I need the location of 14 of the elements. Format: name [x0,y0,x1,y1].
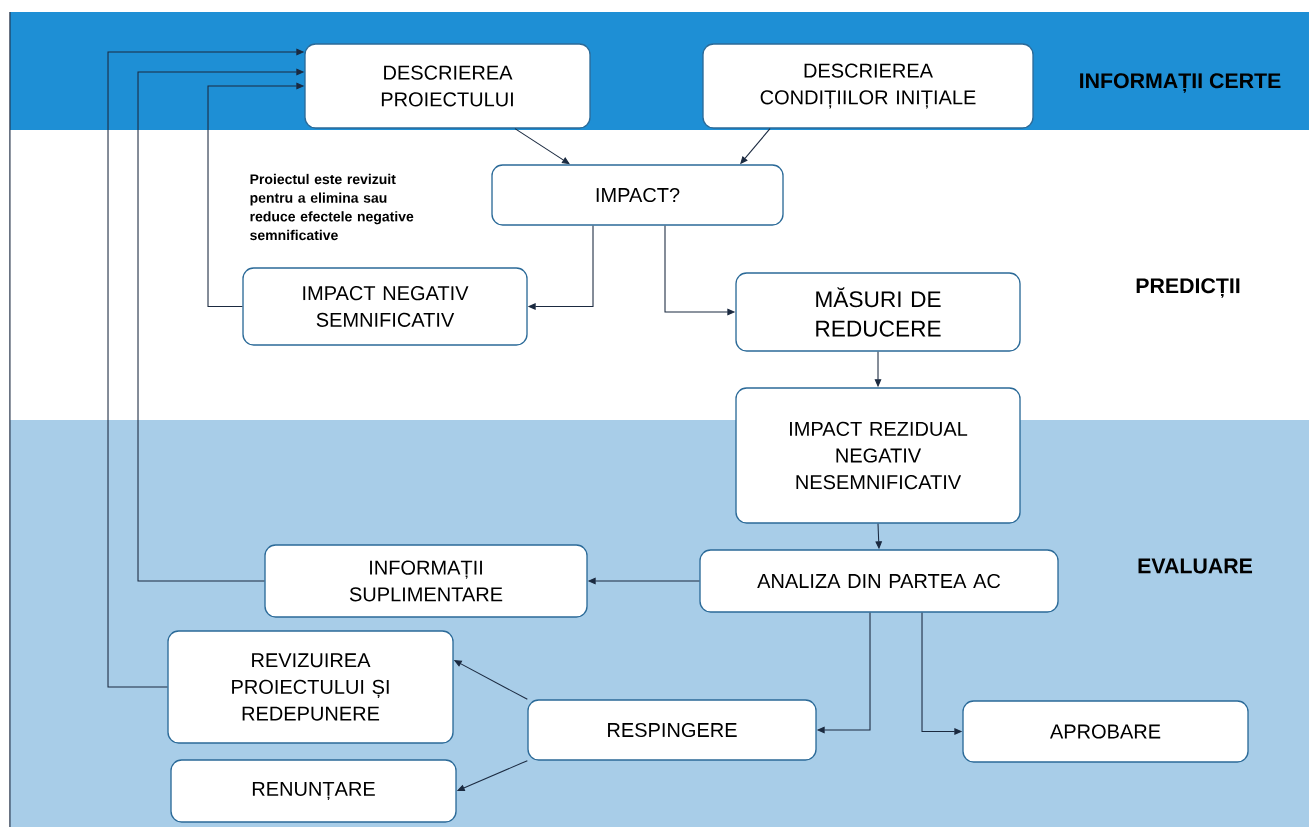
process-box: APROBARE [962,700,1249,763]
process-box: DESCRIEREA CONDIȚIILOR INIȚIALE [702,43,1034,129]
process-box: IMPACT NEGATIV SEMNIFICATIV [242,267,528,346]
process-box: INFORMAȚII SUPLIMENTARE [264,544,588,618]
process-box: RESPINGERE [527,699,817,761]
process-box: IMPACT REZIDUAL NEGATIV NESEMNIFICATIV [735,387,1021,524]
process-box: ANALIZA DIN PARTEA AC [699,549,1059,613]
edge-label: Proiectul este revizuit pentru a elimina sau reduce efectele negative semnificative [248,172,418,242]
arrow [514,128,570,165]
process-box: IMPACT? [491,164,784,226]
process-box: MĂSURI DE REDUCERE [735,272,1021,352]
process-box: DESCRIEREA PROIECTULUI [304,43,591,129]
process-box: REVIZUIREA PROIECTULUI ȘI REDEPUNERE [167,630,454,744]
process-box: RENUNȚARE [170,759,457,823]
